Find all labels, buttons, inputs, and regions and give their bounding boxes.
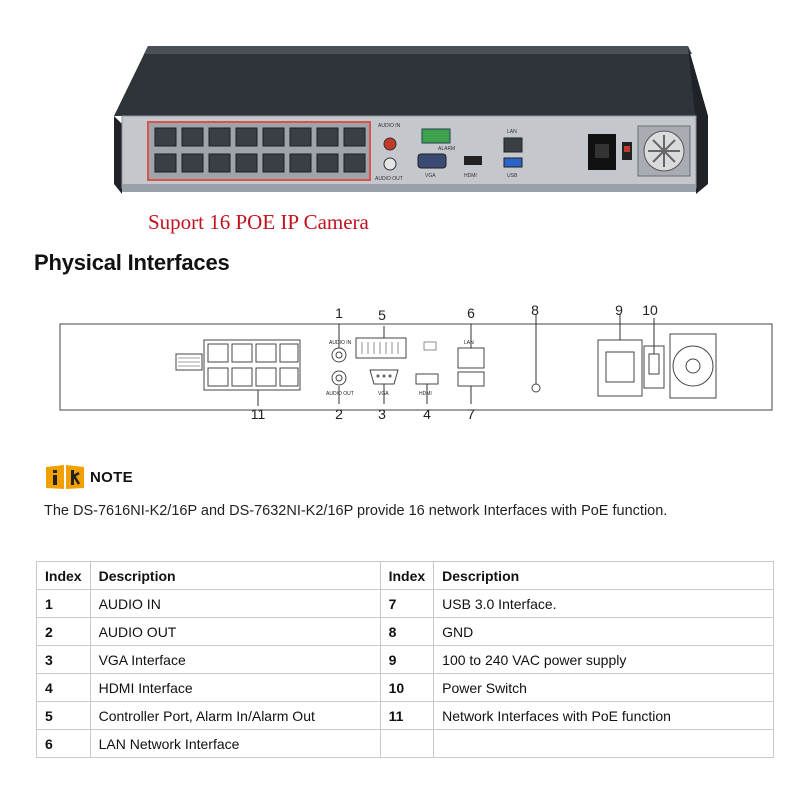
callout-8: 8 bbox=[531, 302, 539, 318]
table-row: 4 HDMI Interface 10 Power Switch bbox=[36, 673, 774, 702]
description-cell: LAN Network Interface bbox=[89, 729, 381, 758]
photo-usb-label: USB bbox=[507, 173, 518, 179]
description-cell: USB 3.0 Interface. bbox=[433, 589, 774, 618]
note-book-icon bbox=[46, 465, 84, 489]
diagram-audio-out-label: AUDIO OUT bbox=[326, 391, 354, 397]
photo-audio-out-label: AUDIO OUT bbox=[375, 176, 403, 182]
index-cell: 11 bbox=[379, 701, 435, 730]
callout-9: 9 bbox=[615, 302, 623, 318]
description-cell: VGA Interface bbox=[89, 645, 381, 674]
callout-10: 10 bbox=[642, 302, 658, 318]
diagram-network-ports bbox=[203, 339, 301, 391]
nvr-photo: AUDIO IN AUDIO OUT ALARM VGA HDMI LAN US… bbox=[100, 34, 718, 212]
index-cell: 10 bbox=[379, 673, 435, 702]
photo-vga-label: VGA bbox=[425, 173, 436, 179]
section-title: Physical Interfaces bbox=[34, 250, 230, 275]
description-cell: AUDIO OUT bbox=[89, 617, 381, 646]
table-row: 6 LAN Network Interface bbox=[36, 729, 774, 758]
note-header: NOTE bbox=[44, 464, 133, 490]
index-cell: 1 bbox=[36, 589, 91, 618]
callout-1: 1 bbox=[335, 305, 343, 321]
description-cell: AUDIO IN bbox=[89, 589, 381, 618]
index-cell: 4 bbox=[36, 673, 91, 702]
photo-alarm-label: ALARM bbox=[438, 146, 455, 152]
callout-11: 11 bbox=[250, 406, 266, 422]
description-cell: GND bbox=[433, 617, 774, 646]
index-cell: 8 bbox=[379, 617, 435, 646]
callout-3: 3 bbox=[378, 406, 386, 422]
poe-port-block bbox=[147, 121, 371, 181]
diagram-audio-in-label: AUDIO IN bbox=[329, 340, 352, 346]
photo-lan-label: LAN bbox=[507, 129, 517, 135]
callout-7: 7 bbox=[467, 406, 475, 422]
panel-outline bbox=[59, 323, 773, 411]
diagram-lan-label: LAN bbox=[464, 340, 474, 346]
photo-caption: Suport 16 POE IP Camera bbox=[148, 210, 369, 234]
index-cell bbox=[379, 729, 435, 758]
header-index: Index bbox=[36, 561, 91, 590]
photo-audio-in-label: AUDIO IN bbox=[378, 123, 401, 129]
description-cell: Network Interfaces with PoE function bbox=[433, 701, 774, 730]
table-row: 5 Controller Port, Alarm In/Alarm Out 11… bbox=[36, 701, 774, 730]
photo-hdmi-label: HDMI bbox=[464, 173, 477, 179]
index-cell: 6 bbox=[36, 729, 91, 758]
table-row: 3 VGA Interface 9 100 to 240 VAC power s… bbox=[36, 645, 774, 674]
rear-panel-diagram: AUDIO IN AUDIO OUT VGA HDMI LAN 1 2 3 4 … bbox=[50, 298, 780, 428]
diagram-vga-label: VGA bbox=[378, 391, 389, 397]
description-cell: HDMI Interface bbox=[89, 673, 381, 702]
diagram-hdmi-label: HDMI bbox=[419, 391, 432, 397]
index-cell: 5 bbox=[36, 701, 91, 730]
table-header-row: Index Description Index Description bbox=[36, 561, 774, 590]
interface-table: Index Description Index Description 1 AU… bbox=[36, 561, 774, 758]
index-cell: 3 bbox=[36, 645, 91, 674]
description-cell: 100 to 240 VAC power supply bbox=[433, 645, 774, 674]
note-label: NOTE bbox=[90, 468, 133, 486]
header-description: Description bbox=[89, 561, 381, 590]
index-cell: 7 bbox=[379, 589, 435, 618]
callout-6: 6 bbox=[467, 305, 475, 321]
description-cell: Controller Port, Alarm In/Alarm Out bbox=[89, 701, 381, 730]
note-text: The DS-7616NI-K2/16P and DS-7632NI-K2/16… bbox=[44, 503, 668, 519]
callout-2: 2 bbox=[335, 406, 343, 422]
table-row: 1 AUDIO IN 7 USB 3.0 Interface. bbox=[36, 589, 774, 618]
table-row: 2 AUDIO OUT 8 GND bbox=[36, 617, 774, 646]
description-cell: Power Switch bbox=[433, 673, 774, 702]
header-description: Description bbox=[433, 561, 774, 590]
index-cell: 2 bbox=[36, 617, 91, 646]
description-cell bbox=[433, 729, 774, 758]
callout-4: 4 bbox=[423, 406, 431, 422]
callout-5: 5 bbox=[378, 307, 386, 323]
header-index: Index bbox=[379, 561, 435, 590]
index-cell: 9 bbox=[379, 645, 435, 674]
